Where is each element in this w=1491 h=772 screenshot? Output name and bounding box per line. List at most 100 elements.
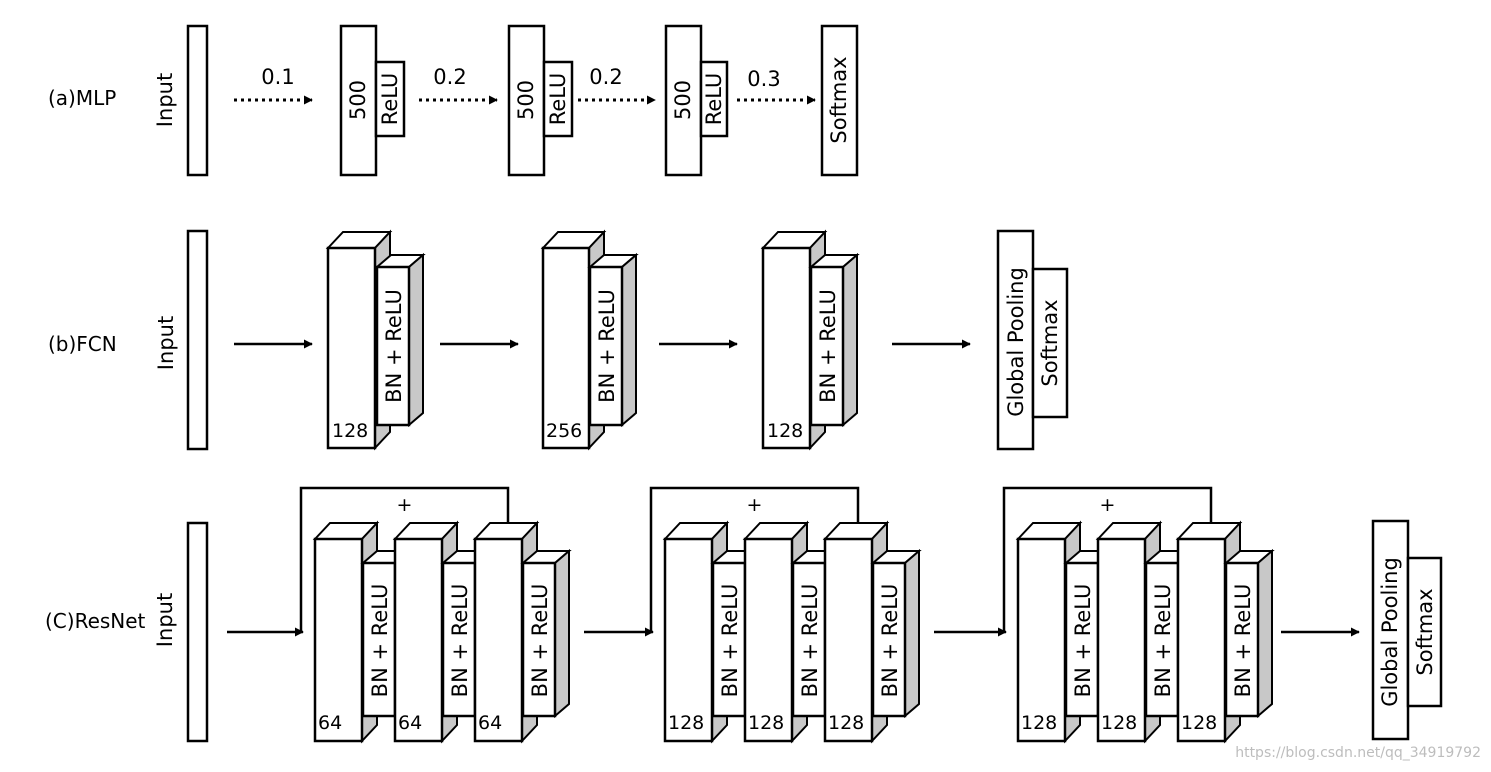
resnet-bn-relu-label: BN + ReLU <box>1231 584 1255 698</box>
mlp-input-label: Input <box>153 73 177 127</box>
resnet-filter-count: 128 <box>1021 712 1057 734</box>
fcn-softmax-block <box>1031 267 1069 419</box>
resnet-conv-layer <box>393 537 444 743</box>
mlp-dropout-rate: 0.2 <box>433 65 466 89</box>
resnet-conv-layer <box>1016 537 1067 743</box>
mlp-row: Input 0.1 0.2 0.2 0.3 500 ReLU 500 ReLU … <box>153 24 859 177</box>
mlp-units-label: 500 <box>346 80 370 120</box>
resnet-bn-relu-block <box>521 561 557 718</box>
mlp-dropout-rate: 0.1 <box>261 65 294 89</box>
resnet-bn-relu-label: BN + ReLU <box>1071 584 1095 698</box>
resnet-bn-relu-block <box>361 561 397 718</box>
resnet-shortcut-connection <box>1002 486 1216 632</box>
resnet-shortcut-plus: + <box>1100 494 1116 516</box>
resnet-conv-layer <box>1096 537 1147 743</box>
resnet-bn-relu-label: BN + ReLU <box>1151 584 1175 698</box>
fcn-filter-count: 128 <box>332 420 368 442</box>
resnet-conv-layer <box>313 537 364 743</box>
fcn-global-pooling-block <box>996 229 1035 451</box>
resnet-bn-relu-side-face <box>1257 548 1273 719</box>
resnet-filter-count: 64 <box>318 712 342 734</box>
mlp-dropout-rate: 0.2 <box>589 65 622 89</box>
mlp-relu-block <box>374 60 406 138</box>
fcn-conv-layer <box>326 246 377 450</box>
resnet-bn-relu-block <box>1144 561 1180 718</box>
mlp-units-label: 500 <box>514 80 538 120</box>
mlp-units-label: 500 <box>671 80 695 120</box>
resnet-filter-count: 128 <box>668 712 704 734</box>
resnet-input-label: Input <box>153 593 177 647</box>
resnet-shortcut-plus: + <box>397 494 413 516</box>
fcn-filter-count: 256 <box>546 420 582 442</box>
mlp-title: (a)MLP <box>48 86 116 110</box>
fcn-bn-relu-side-face <box>621 252 637 428</box>
resnet-conv-layer <box>663 537 714 743</box>
mlp-dense-layer <box>664 24 703 177</box>
mlp-relu-label: ReLU <box>378 73 402 126</box>
resnet-bn-relu-label: BN + ReLU <box>528 584 552 698</box>
fcn-input-bar <box>186 229 209 451</box>
mlp-relu-label: ReLU <box>546 73 570 126</box>
mlp-relu-block <box>699 60 729 138</box>
fcn-bn-relu-block <box>375 265 411 427</box>
resnet-filter-count: 128 <box>748 712 784 734</box>
resnet-title: (C)ResNet <box>45 609 146 633</box>
resnet-filter-count: 64 <box>478 712 502 734</box>
fcn-conv-layer <box>761 246 812 450</box>
resnet-softmax-label: Softmax <box>1413 588 1437 675</box>
mlp-dense-layer <box>339 24 378 177</box>
fcn-global-pooling-label: Global Pooling <box>1004 267 1028 417</box>
resnet-bn-relu-label: BN + ReLU <box>718 584 742 698</box>
fcn-title: (b)FCN <box>48 332 117 356</box>
mlp-input-bar <box>186 24 209 177</box>
resnet-shortcut-plus: + <box>747 494 763 516</box>
resnet-filter-count: 64 <box>398 712 422 734</box>
resnet-shortcut-connection <box>649 486 863 632</box>
resnet-softmax-block <box>1406 556 1443 708</box>
mlp-relu-label: ReLU <box>702 73 726 126</box>
fcn-bn-relu-side-face <box>408 252 424 428</box>
resnet-conv-layer <box>1176 537 1227 743</box>
fcn-bn-relu-label: BN + ReLU <box>595 289 619 403</box>
resnet-filter-count: 128 <box>1181 712 1217 734</box>
fcn-row: Input 128 BN + ReLU 256 BN + ReLU <box>154 229 1069 451</box>
resnet-shortcut-connection <box>299 486 513 632</box>
resnet-conv-layer <box>473 537 524 743</box>
resnet-conv-layer <box>823 537 874 743</box>
fcn-bn-relu-side-face <box>842 252 858 428</box>
fcn-bn-relu-block <box>809 265 845 427</box>
fcn-conv-layer <box>541 246 591 450</box>
watermark: https://blog.csdn.net/qq_34919792 <box>1235 745 1481 761</box>
resnet-bn-relu-block <box>791 561 827 718</box>
resnet-bn-relu-block <box>871 561 907 718</box>
resnet-filter-count: 128 <box>828 712 864 734</box>
resnet-global-pooling-label: Global Pooling <box>1378 557 1402 707</box>
fcn-bn-relu-label: BN + ReLU <box>382 289 406 403</box>
resnet-bn-relu-label: BN + ReLU <box>368 584 392 698</box>
mlp-dropout-rate: 0.3 <box>747 67 780 91</box>
resnet-bn-relu-block <box>1224 561 1260 718</box>
resnet-residual-block: +64 BN + ReLU 64 BN + ReLU 64 BN + ReLU <box>227 486 572 744</box>
resnet-filter-count: 128 <box>1101 712 1137 734</box>
resnet-row: Input +64 BN + ReLU 64 BN + ReLU 64 BN + ReLU… <box>153 486 1443 744</box>
mlp-softmax-label: Softmax <box>827 56 851 143</box>
resnet-bn-relu-label: BN + ReLU <box>798 584 822 698</box>
resnet-residual-blocks: +64 BN + ReLU 64 BN + ReLU 64 BN + ReLU +128 BN… <box>227 486 1360 744</box>
fcn-filter-count: 128 <box>767 420 803 442</box>
resnet-global-pooling-block <box>1371 519 1410 741</box>
fcn-bn-relu-label: BN + ReLU <box>816 289 840 403</box>
fcn-input-label: Input <box>154 316 178 370</box>
fcn-bn-relu-block <box>588 265 624 427</box>
mlp-softmax-block <box>820 24 859 177</box>
resnet-bn-relu-label: BN + ReLU <box>878 584 902 698</box>
resnet-input-bar <box>186 521 209 743</box>
resnet-bn-relu-side-face <box>554 548 570 719</box>
resnet-bn-relu-label: BN + ReLU <box>448 584 472 698</box>
fcn-softmax-label: Softmax <box>1038 299 1062 386</box>
resnet-conv-layer <box>743 537 794 743</box>
resnet-residual-block: +128 BN + ReLU 128 BN + ReLU 128 BN + ReLU <box>584 486 922 744</box>
mlp-relu-block <box>542 60 574 138</box>
resnet-bn-relu-side-face <box>904 548 920 719</box>
